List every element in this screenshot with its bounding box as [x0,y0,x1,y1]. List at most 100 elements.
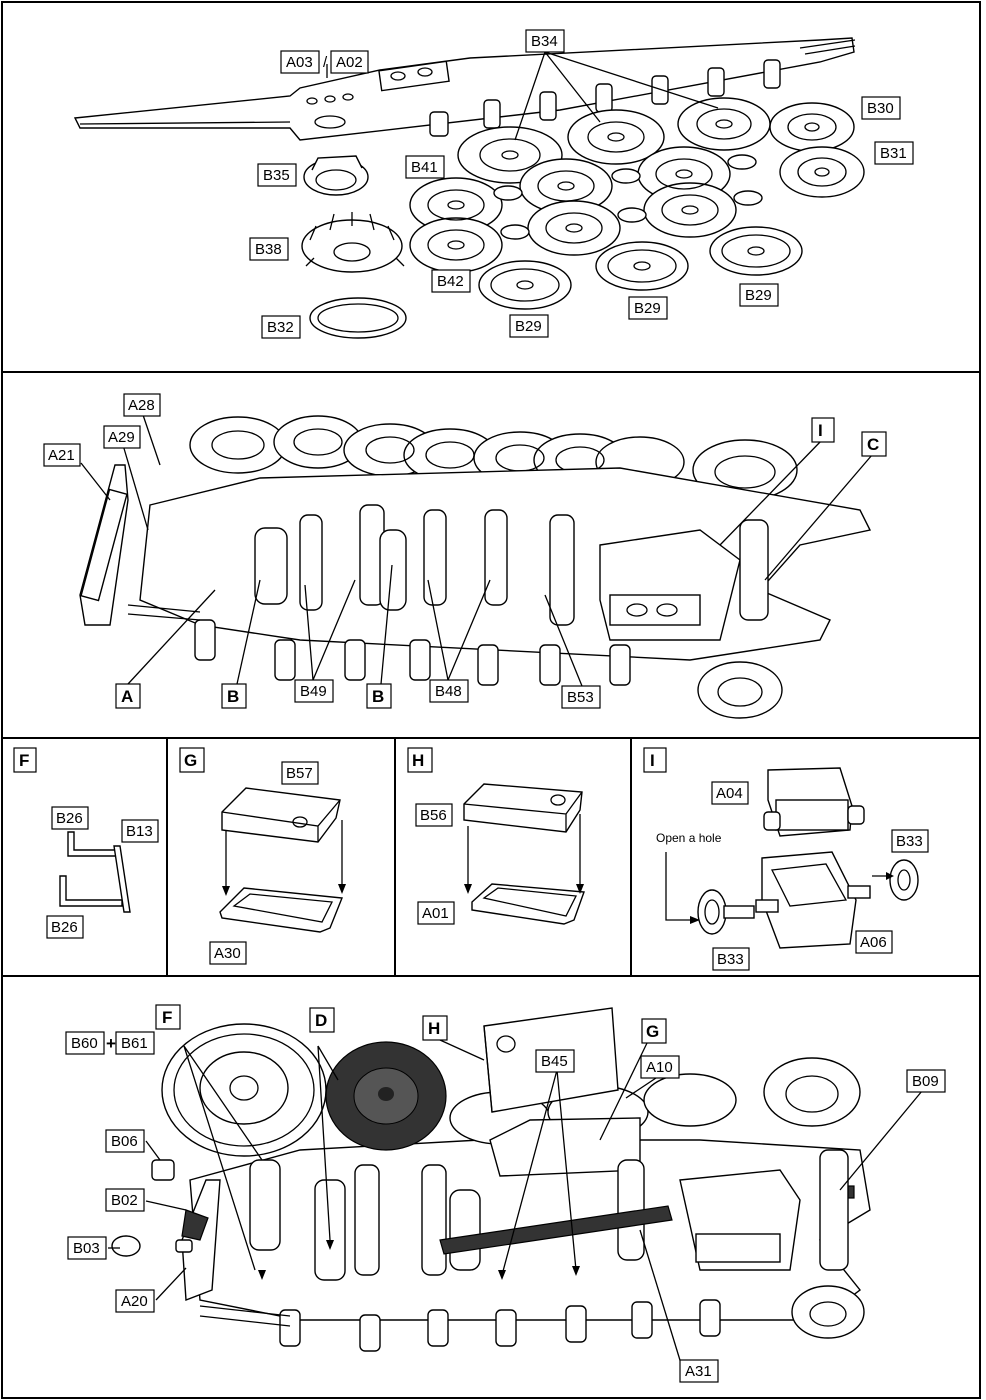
label-a29: A29 [103,425,141,449]
svg-text:B32: B32 [267,319,294,336]
svg-text:A: A [121,687,133,706]
svg-text:A20: A20 [121,1293,148,1310]
label-b35: B35 [257,163,297,187]
svg-text:A04: A04 [716,785,743,802]
label-b02: B02 [105,1188,145,1212]
svg-text:I: I [650,751,655,770]
svg-text:B13: B13 [126,823,153,840]
label-b09: B09 [906,1069,946,1093]
label-h: H [422,1015,448,1041]
label-a31: A31 [679,1359,719,1383]
svg-text:G: G [646,1022,659,1041]
label-b26-top: B26 [51,806,89,830]
label-g: G [641,1018,667,1044]
svg-text:B35: B35 [263,167,290,184]
svg-text:A06: A06 [860,934,887,951]
label-b38: B38 [249,237,289,261]
panel-step3-frame [1,975,981,1399]
svg-text:B38: B38 [255,241,282,258]
panel-g-letter: G [179,747,205,773]
svg-text:H: H [428,1019,440,1038]
label-b13: B13 [121,819,159,843]
label-a20: A20 [115,1289,155,1313]
svg-text:B29: B29 [745,287,772,304]
label-b29-a: B29 [509,314,549,338]
svg-text:B42: B42 [437,273,464,290]
svg-text:B34: B34 [531,33,558,50]
label-b33-right: B33 [891,829,929,853]
svg-text:B: B [372,687,384,706]
svg-text:B60: B60 [71,1035,98,1052]
label-d: D [309,1007,335,1033]
step3-labels: B60 + B61 F D H G B45 A10 B09 B06 B02 B0… [65,1004,946,1383]
label-b29-c: B29 [739,283,779,307]
label-b32: B32 [261,315,301,339]
svg-text:A02: A02 [336,54,363,71]
label-a21: A21 [43,443,81,467]
label-b48: B48 [429,679,469,703]
label-separator: / [323,54,328,71]
svg-text:A21: A21 [48,447,75,464]
svg-text:G: G [184,751,197,770]
svg-text:I: I [818,421,823,440]
label-b-2: B [366,683,392,709]
open-a-hole-note: Open a hole [656,831,722,845]
svg-text:B30: B30 [867,100,894,117]
label-c: C [861,431,887,457]
label-b60: B60 [65,1031,105,1055]
panel-g: G B57 A30 [179,747,346,965]
svg-text:B02: B02 [111,1192,138,1209]
label-b45: B45 [535,1049,575,1073]
panel-i: I A04 B33 A06 B33 Open a hole [643,747,929,971]
svg-text:F: F [162,1008,172,1027]
svg-text:B03: B03 [73,1240,100,1257]
svg-text:B09: B09 [912,1073,939,1090]
panel-h-frame [394,737,632,977]
label-b03: B03 [67,1236,107,1260]
track-ring-b32 [309,297,407,339]
panel-f-letter: F [13,747,37,773]
dark-wheel [325,1041,447,1151]
label-b33-left: B33 [712,947,750,971]
step2-drawing [79,411,873,719]
label-a10: A10 [640,1055,680,1079]
svg-text:A31: A31 [685,1363,712,1380]
svg-text:B29: B29 [634,300,661,317]
label-b30: B30 [861,96,901,120]
label-a02: A02 [330,50,369,74]
svg-text:B57: B57 [286,765,313,782]
label-a: A [115,683,141,709]
label-b-1: B [221,683,247,709]
label-plus: + [106,1034,116,1053]
svg-text:B49: B49 [300,683,327,700]
label-f: F [155,1004,181,1030]
label-a01: A01 [417,901,455,925]
label-b29-b: B29 [628,296,668,320]
svg-text:A03: A03 [286,54,313,71]
label-b61: B61 [115,1031,155,1055]
label-b34: B34 [525,29,565,53]
svg-text:B53: B53 [567,689,594,706]
panel-h-letter: H [407,747,433,773]
spare-tyre [161,1023,327,1157]
svg-text:B48: B48 [435,683,462,700]
svg-text:C: C [867,435,879,454]
svg-text:A30: A30 [214,945,241,962]
road-wheels-group [409,97,865,310]
svg-text:H: H [412,751,424,770]
idler-b35 [303,155,369,196]
svg-text:B41: B41 [411,159,438,176]
svg-text:A29: A29 [108,429,135,446]
label-a03: A03 [280,50,320,74]
step2-labels: A28 A29 A21 I C A B B49 B B48 B53 [43,393,887,709]
label-b41: B41 [405,155,445,179]
label-b57: B57 [281,761,319,785]
svg-text:D: D [315,1011,327,1030]
sprocket-b38 [301,212,405,273]
step1-drawing [73,37,865,339]
label-i: I [811,417,835,443]
step3-drawing [108,1007,923,1371]
label-a28: A28 [123,393,161,417]
label-b26-bottom: B26 [46,915,84,939]
